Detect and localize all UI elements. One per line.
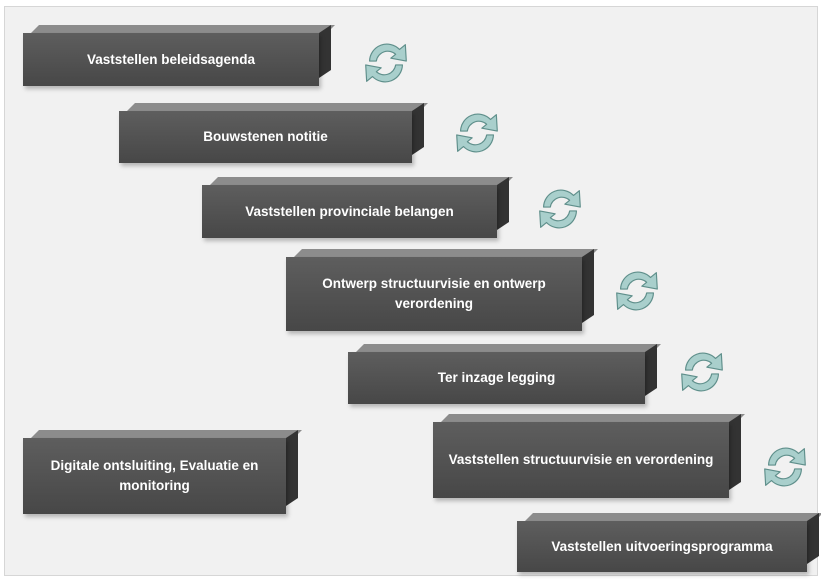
step-7-box: Vaststellen uitvoeringsprogramma <box>517 513 821 572</box>
step-2-label: Bouwstenen notitie <box>119 111 412 163</box>
cycle-arrows-icon <box>608 262 666 320</box>
cycle-arrows-icon <box>756 438 814 496</box>
step-5-label: Ter inzage legging <box>348 352 645 404</box>
step-3-box: Vaststellen provinciale belangen <box>202 177 513 238</box>
side-box: Digitale ontsluiting, Evaluatie en monit… <box>23 430 302 514</box>
step-3-label: Vaststellen provinciale belangen <box>202 185 497 238</box>
step-4-label: Ontwerp structuurvisie en ontwerp verord… <box>286 257 582 331</box>
side-box-label: Digitale ontsluiting, Evaluatie en monit… <box>23 438 286 514</box>
cycle-arrows-icon <box>357 34 415 92</box>
step-4-box: Ontwerp structuurvisie en ontwerp verord… <box>286 249 598 331</box>
diagram-canvas: Vaststellen beleidsagenda Bouwstenen not… <box>4 6 821 576</box>
cycle-arrows-icon <box>448 104 506 162</box>
step-7-label: Vaststellen uitvoeringsprogramma <box>517 521 807 572</box>
step-1-label: Vaststellen beleidsagenda <box>23 33 319 86</box>
step-5-box: Ter inzage legging <box>348 344 661 404</box>
step-2-box: Bouwstenen notitie <box>119 103 428 163</box>
cycle-arrows-icon <box>673 343 731 401</box>
step-1-box: Vaststellen beleidsagenda <box>23 25 335 86</box>
cycle-arrows-icon <box>531 180 589 238</box>
step-6-label: Vaststellen structuurvisie en verordenin… <box>433 422 729 498</box>
step-6-box: Vaststellen structuurvisie en verordenin… <box>433 414 745 498</box>
